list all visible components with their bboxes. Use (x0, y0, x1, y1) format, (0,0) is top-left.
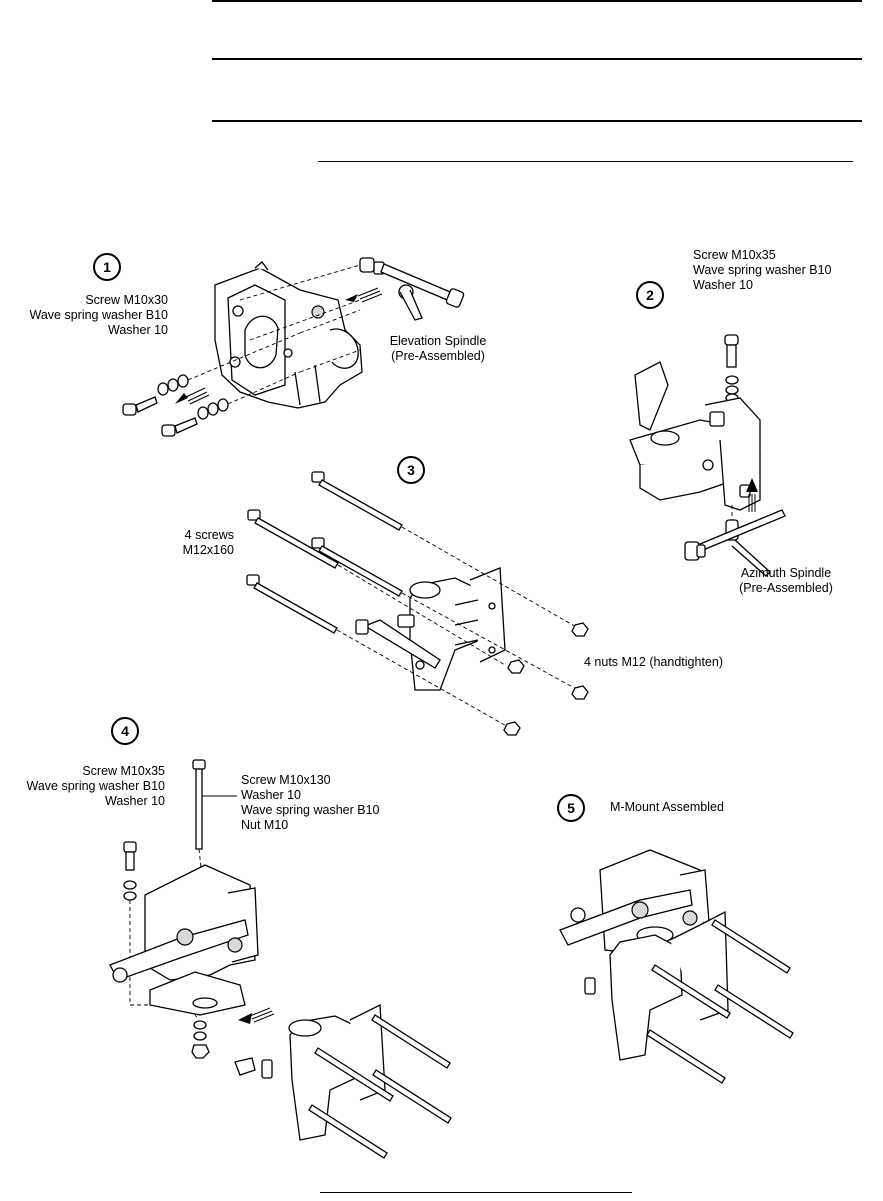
step2-spindle-name: Azimuth Spindle (740, 566, 832, 580)
step-2-badge: 2 (636, 281, 664, 309)
step4-screws (123, 759, 237, 1021)
header-rule-4 (318, 161, 853, 162)
step5-title: M-Mount Assembled (610, 800, 724, 814)
step4-label-nut: Nut M10 (241, 818, 289, 832)
step2-parts-list: Screw M10x35 Wave spring washer B10 Wash… (693, 248, 832, 293)
step1-arrows (175, 287, 383, 405)
step3-label-size: M12x160 (182, 543, 234, 557)
step-3-badge: 3 (397, 456, 425, 484)
step4-parts-list-left: Screw M10x35 Wave spring washer B10 Wash… (0, 764, 166, 809)
step5-assembled-mount (559, 849, 794, 1084)
step4-elevation-unit (109, 864, 259, 1059)
header-rule-1 (212, 0, 862, 2)
footer-rule (320, 1192, 632, 1193)
step1-elevation-spindle (359, 257, 465, 321)
step2-spindle-label: Azimuth Spindle (Pre-Assembled) (730, 566, 842, 596)
step2-bracket (629, 361, 761, 511)
step1-spindle-label: Elevation Spindle (Pre-Assembled) (382, 334, 494, 364)
step1-bracket (214, 261, 363, 409)
step3-bracket (355, 567, 506, 691)
step-4-badge: 4 (111, 717, 139, 745)
step2-label-washer: Washer 10 (693, 278, 753, 292)
step2-azimuth-spindle (684, 478, 786, 577)
step2-spindle-note: (Pre-Assembled) (739, 581, 833, 595)
step1-parts-list: Screw M10x30 Wave spring washer B10 Wash… (10, 293, 169, 338)
step2-label-wave-washer: Wave spring washer B10 (693, 263, 832, 277)
step1-spindle-name: Elevation Spindle (389, 334, 487, 348)
step-1-badge: 1 (93, 253, 121, 281)
step4-label-long-screw: Screw M10x130 (241, 773, 331, 787)
step4-label-screw: Screw M10x35 (82, 764, 165, 778)
step4-label-wave-washer: Wave spring washer B10 (26, 779, 166, 793)
step-5-badge: 5 (557, 794, 585, 822)
step1-label-washer: Washer 10 (108, 323, 168, 337)
step4-parts-list-right: Screw M10x130 Washer 10 Wave spring wash… (241, 773, 380, 833)
header-rule-3 (212, 120, 862, 122)
step3-long-screws (246, 471, 403, 634)
step3-screws-label: 4 screws M12x160 (150, 528, 234, 558)
step4-label-wave-washer-b10: Wave spring washer B10 (241, 803, 380, 817)
step4-base-unit (234, 1003, 452, 1159)
step4-label-washer: Washer 10 (105, 794, 165, 808)
header-rule-2 (212, 58, 862, 60)
step3-nuts (336, 526, 589, 736)
step1-label-wave-washer: Wave spring washer B10 (29, 308, 169, 322)
step1-spindle-note: (Pre-Assembled) (391, 349, 485, 363)
step1-label-screw: Screw M10x30 (85, 293, 168, 307)
step2-label-screw: Screw M10x35 (693, 248, 776, 262)
step1-screws (122, 264, 361, 437)
step3-nuts-label: 4 nuts M12 (handtighten) (584, 655, 723, 669)
step3-label-count: 4 screws (184, 528, 234, 542)
step4-label-washer-10: Washer 10 (241, 788, 301, 802)
